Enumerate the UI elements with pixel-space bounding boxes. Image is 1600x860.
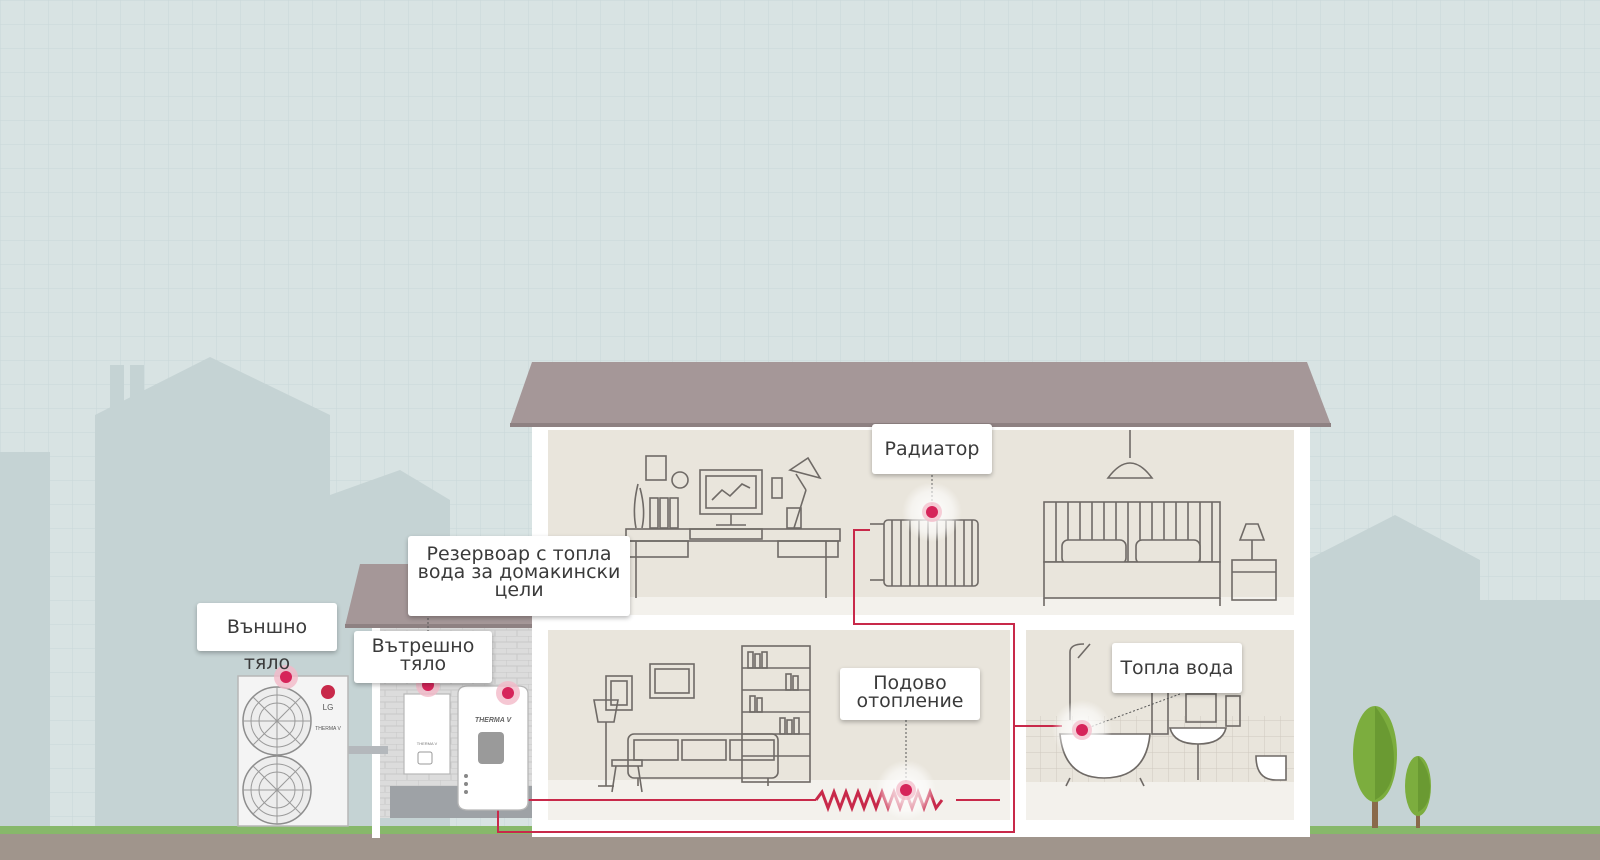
tree-small [1405,756,1431,828]
main-roof [510,362,1331,425]
callout-water-tank-line-3: цели [494,579,544,601]
callout-outdoor-unit[interactable]: Външно тяло [197,603,337,674]
hotspot-water-tank[interactable] [496,681,520,705]
refrigerant-pipe [348,746,388,754]
callout-hot-water-label: Топла вода [1120,657,1234,679]
callout-water-tank-line-1: Резервоар с топла [426,543,612,565]
outdoor-product-text: THERMA V [315,726,341,732]
indoor-unit[interactable]: THERMA V [403,693,451,775]
callout-floor-heating-line-2: отопление [856,690,964,712]
hotspot-floor-heating[interactable] [876,760,936,820]
callout-indoor-unit-line-1: Вътрешно [371,635,475,657]
callout-indoor-unit-line-2: тяло [399,653,447,675]
hotspot-radiator[interactable] [902,482,962,542]
tank-product-text: THERMA V [475,717,513,724]
outdoor-logo-text: LG [323,703,334,712]
water-tank[interactable]: THERMA V [457,685,529,811]
callout-floor-heating-line-1: Подово [873,672,947,694]
outdoor-unit[interactable]: LG THERMA V [237,675,349,827]
hotspot-hot-water[interactable] [1052,700,1112,760]
callout-radiator[interactable]: Радиатор [872,424,992,474]
callout-indoor-unit[interactable]: Вътрешно тяло [354,631,492,683]
ground [0,834,1600,860]
tree-large [1353,706,1397,828]
callout-floor-heating[interactable]: Подово отопление [840,668,980,720]
hotspot-outdoor-unit[interactable] [274,665,298,689]
callout-water-tank-line-2: вода за домакински [417,561,621,583]
furniture-line-art [593,430,1287,793]
callout-radiator-label: Радиатор [884,438,980,460]
callout-hot-water[interactable]: Топла вода [1112,643,1242,693]
indoor-product-text: THERMA V [417,741,438,746]
callout-outdoor-unit-label: Външно тяло [226,616,308,674]
callout-water-tank[interactable]: Резервоар с топла вода за домакински цел… [408,536,630,616]
lg-logo-icon [321,685,335,699]
